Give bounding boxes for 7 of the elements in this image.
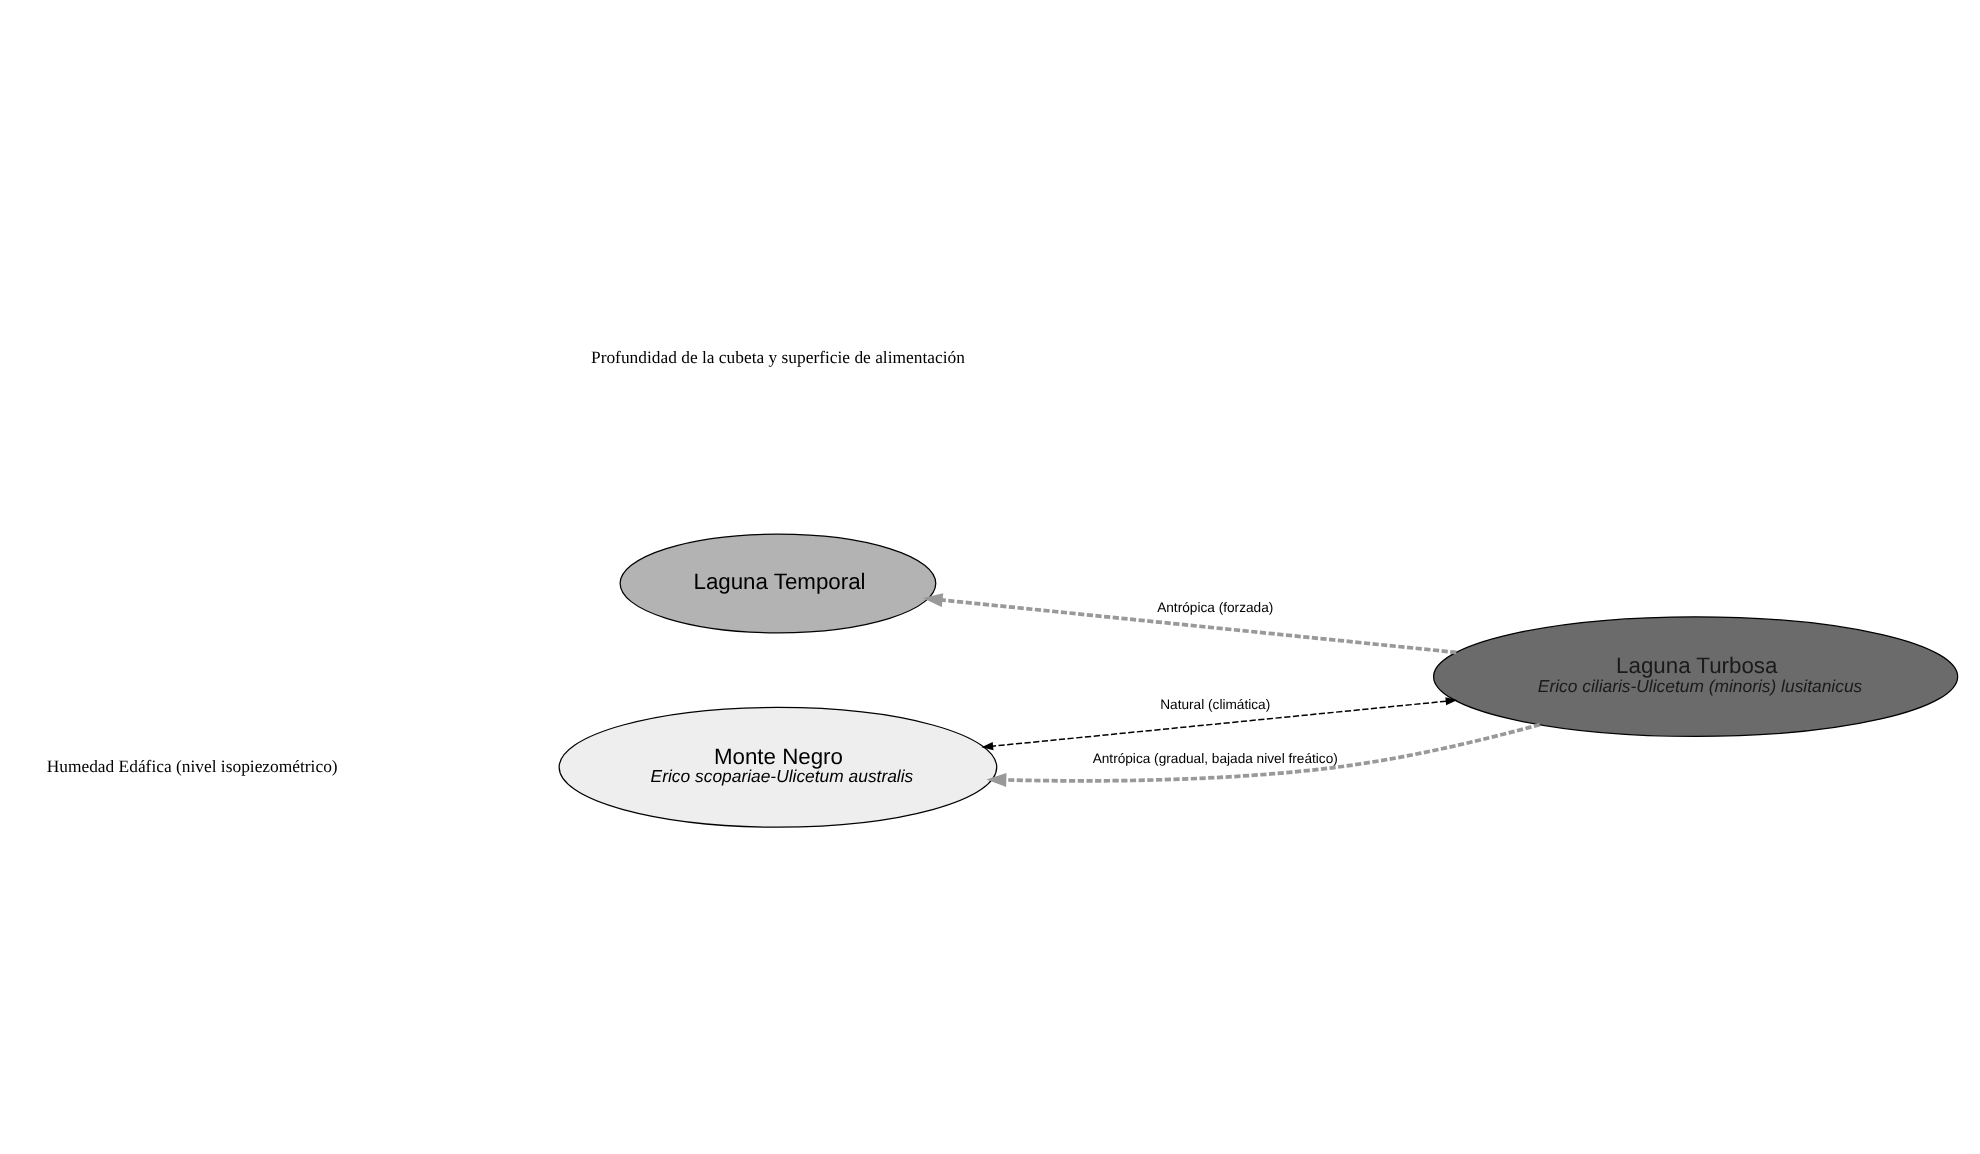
arrow [922, 593, 1457, 655]
label: Humedad Edáfica (nivel isopiezométrico) [46, 755, 338, 776]
arrow [986, 722, 1541, 787]
node-ellipse: Laguna Turbosa Erico ciliaris-Ulicetum (minoris) lusitanicus [1433, 616, 1959, 738]
node-ellipse: Laguna Temporal [619, 533, 937, 634]
arrow [981, 697, 1458, 751]
label: Profundidad de la cubeta y superficie de alimentación [590, 347, 965, 368]
